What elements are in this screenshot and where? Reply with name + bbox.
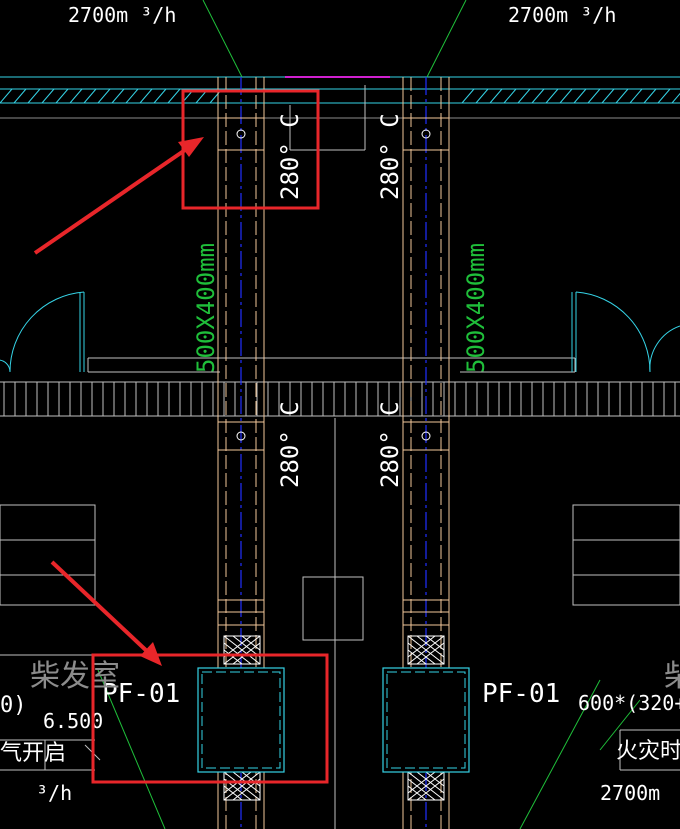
airflow-unit-bottom-left: ³/h (36, 781, 72, 805)
room-name-right-partial: 柴 (664, 659, 680, 694)
arrow-to-fire-damper (33, 137, 204, 255)
door-swing-left (0, 291, 85, 373)
fire-damper-label-mid-left: 280° C (276, 401, 304, 488)
highlight-box-fan (91, 653, 329, 784)
size-note-right: 600*(320+ (578, 691, 680, 715)
arrow-to-fan (50, 560, 162, 666)
paren-label-left: 0) (0, 693, 27, 718)
room-name-left: 柴发室 (30, 659, 120, 694)
wall-outlines (0, 85, 680, 829)
fan-tag-left: PF-01 (102, 679, 180, 709)
fan-tag-right: PF-01 (482, 679, 560, 709)
fire-note-right: 火灾时 (616, 739, 680, 764)
fire-damper-label-top-left: 280° C (276, 113, 304, 200)
fire-damper-label-top-right: 280° C (376, 113, 404, 200)
airflow-label-left: 2700m ³/h (68, 3, 176, 27)
airflow-label-bottom-right: 2700m (600, 781, 660, 805)
duct-size-label-right: 500X400mm (462, 243, 490, 373)
airflow-label-right: 2700m ³/h (508, 3, 616, 27)
fire-damper-label-mid-right: 280° C (376, 401, 404, 488)
door-swing-right (571, 291, 680, 373)
duct-size-label-left: 500X400mm (192, 243, 220, 373)
top-wall (0, 76, 680, 119)
fan-right-unit (382, 667, 470, 773)
leader-lines (97, 0, 641, 829)
note-label-left: 气开启 (0, 741, 66, 766)
corridor-band (0, 381, 680, 417)
fan-left-unit (197, 667, 285, 773)
